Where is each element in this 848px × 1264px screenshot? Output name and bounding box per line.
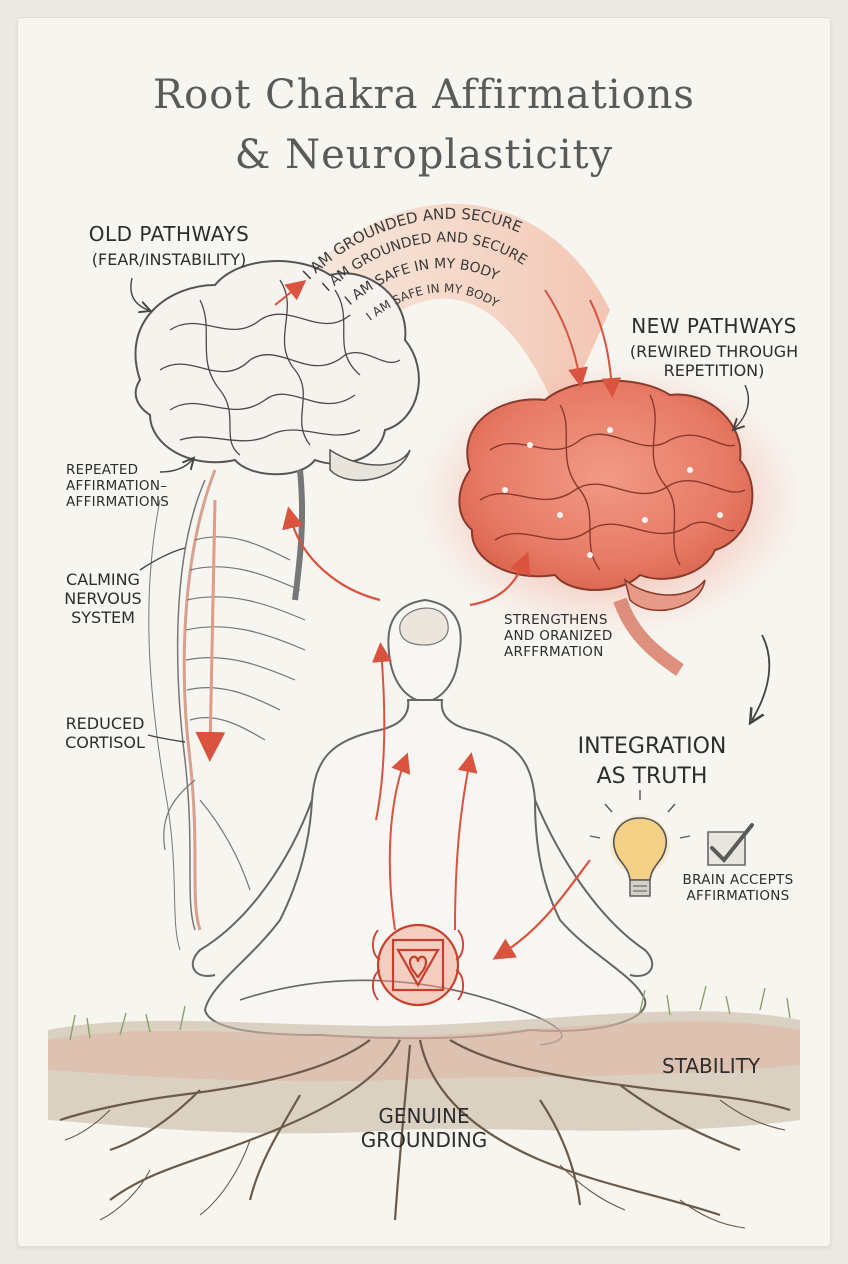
cortisol-line-1: REDUCED <box>65 714 145 733</box>
grounding-line-2: GROUNDING <box>360 1128 488 1152</box>
brain-accepts-line-2: AFFIRMATIONS <box>686 888 790 904</box>
spine-icon <box>148 469 306 951</box>
head-arrows <box>282 506 591 960</box>
brain-old-icon <box>134 260 420 601</box>
old-pathways-title: OLD PATHWAYS <box>88 222 250 246</box>
reduced-cortisol-label: REDUCED CORTISOL <box>60 714 150 752</box>
integration-line-1: INTEGRATION <box>577 734 727 759</box>
strengthens-line-2: AND ORANIZED <box>504 628 613 644</box>
new-pathways-label: NEW PATHWAYS (REWIRED THROUGH REPETITION… <box>604 314 824 380</box>
repeated-line-1: REPEATED <box>66 462 139 478</box>
new-pathways-subtitle-2: REPETITION) <box>663 361 765 380</box>
old-pathways-subtitle: (FEAR/INSTABILITY) <box>91 250 247 269</box>
stability-label: STABILITY <box>662 1054 761 1078</box>
grounding-line-1: GENUINE <box>378 1104 470 1128</box>
brain-accepts-label: BRAIN ACCEPTS AFFIRMATIONS <box>668 872 808 904</box>
new-pathways-subtitle-1: (REWIRED THROUGH <box>629 342 799 361</box>
root-chakra-symbol-icon <box>372 923 464 1007</box>
title-line-2: & Neuroplasticity <box>234 132 614 178</box>
repeated-line-2: AFFIRMATION– <box>66 478 168 494</box>
genuine-grounding-label: GENUINE GROUNDING <box>344 1104 504 1152</box>
integration-as-truth-label: INTEGRATION AS TRUTH <box>562 732 742 792</box>
repeated-line-3: AFFIRMATIONS <box>66 494 170 510</box>
brain-accepts-line-1: BRAIN ACCEPTS <box>682 872 794 888</box>
strengthens-line-3: ARFFRMATION <box>504 644 604 660</box>
old-pathways-label: OLD PATHWAYS (FEAR/INSTABILITY) <box>64 222 274 269</box>
calming-line-2: NERVOUS <box>64 589 142 608</box>
arc-arrows <box>274 280 622 398</box>
strengthens-line-1: STRENGTHENS <box>504 612 608 628</box>
label-pointers <box>130 277 771 743</box>
lightbulb-icon <box>589 790 691 897</box>
roots-icon <box>48 985 800 1229</box>
affirmation-arcs-band <box>285 203 610 420</box>
calming-nervous-system-label: CALMING NERVOUS SYSTEM <box>58 570 148 627</box>
checkmark-icon <box>707 823 754 866</box>
calming-line-3: SYSTEM <box>71 608 135 627</box>
strengthens-label: STRENGTHENS AND ORANIZED ARFFRMATION <box>504 612 613 660</box>
title-line-1: Root Chakra Affirmations <box>153 72 695 118</box>
cortisol-line-2: CORTISOL <box>65 733 145 752</box>
calming-line-1: CALMING <box>66 570 140 589</box>
new-pathways-title: NEW PATHWAYS <box>631 314 797 338</box>
repeated-affirmations-label: REPEATED AFFIRMATION– AFFIRMATIONS <box>66 462 169 510</box>
integration-line-2: AS TRUTH <box>596 764 708 789</box>
